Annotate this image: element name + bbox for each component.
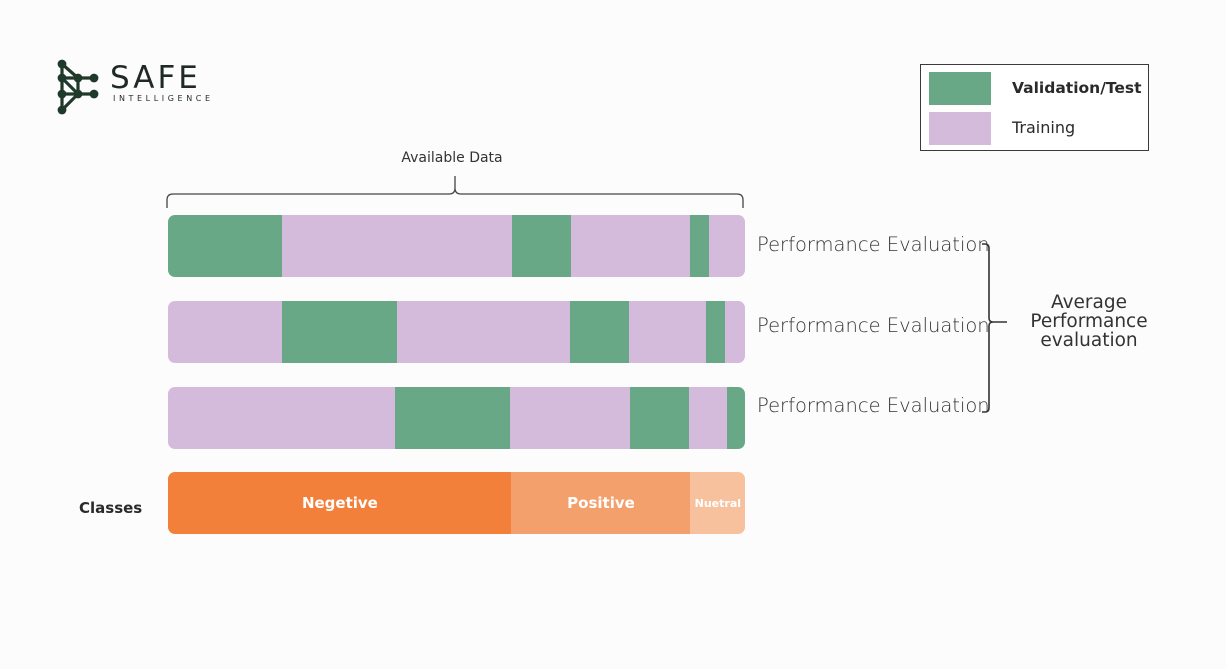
fold-3-training-segment-1 bbox=[168, 387, 396, 449]
class-segment-positive: Positive bbox=[511, 472, 691, 534]
fold-bar-2 bbox=[168, 301, 745, 363]
logo: SAFE INTELLIGENCE bbox=[56, 58, 246, 116]
fold-2-training-segment-3 bbox=[397, 301, 571, 363]
class-segment-label: Positive bbox=[567, 494, 635, 512]
fold-1-training-segment-4 bbox=[571, 215, 691, 277]
class-segment-nuetral: Nuetral bbox=[690, 472, 745, 534]
fold-3-validation-segment-4 bbox=[630, 387, 690, 449]
fold-2-validation-segment-2 bbox=[282, 301, 398, 363]
fold-3-training-segment-5 bbox=[689, 387, 728, 449]
available-data-bracket bbox=[166, 176, 744, 208]
legend-label-training: Training bbox=[1012, 118, 1076, 137]
fold-1-training-segment-2 bbox=[282, 215, 513, 277]
performance-evaluation-label-2: Performance Evaluation bbox=[757, 314, 990, 337]
network-nodes-icon bbox=[57, 59, 99, 115]
fold-2-training-segment-1 bbox=[168, 301, 283, 363]
fold-3-training-segment-3 bbox=[510, 387, 631, 449]
classes-bar: Negetive Positive Nuetral bbox=[168, 472, 745, 534]
performance-evaluation-label-3: Performance Evaluation bbox=[757, 394, 990, 417]
fold-3-validation-segment-2 bbox=[395, 387, 511, 449]
fold-2-validation-segment-6 bbox=[706, 301, 726, 363]
class-segment-negetive: Negetive bbox=[168, 472, 512, 534]
average-performance-label: Average Performance evaluation bbox=[1030, 292, 1148, 351]
logo-wordmark: SAFE bbox=[110, 60, 201, 96]
legend-swatch-training bbox=[929, 112, 991, 145]
fold-bar-1 bbox=[168, 215, 745, 277]
fold-2-training-segment-5 bbox=[629, 301, 707, 363]
class-segment-label: Nuetral bbox=[694, 496, 742, 510]
legend: Validation/Test Training bbox=[920, 64, 1149, 151]
fold-3-validation-segment-6 bbox=[726, 387, 745, 449]
fold-1-validation-segment-1 bbox=[168, 215, 283, 277]
fold-1-training-segment-6 bbox=[708, 215, 745, 277]
available-data-label: Available Data bbox=[401, 150, 503, 166]
fold-2-training-segment-7 bbox=[724, 301, 745, 363]
fold-1-validation-segment-3 bbox=[512, 215, 572, 277]
average-bracket bbox=[982, 243, 1007, 413]
legend-swatch-validation bbox=[929, 72, 991, 105]
performance-evaluation-label-1: Performance Evaluation bbox=[757, 233, 990, 256]
fold-2-validation-segment-4 bbox=[570, 301, 630, 363]
fold-1-validation-segment-5 bbox=[690, 215, 710, 277]
fold-bar-3 bbox=[168, 387, 745, 449]
classes-label: Classes bbox=[79, 499, 143, 517]
logo-subtitle: INTELLIGENCE bbox=[113, 94, 214, 103]
legend-label-validation: Validation/Test bbox=[1012, 79, 1142, 97]
class-segment-label: Negetive bbox=[301, 494, 378, 512]
